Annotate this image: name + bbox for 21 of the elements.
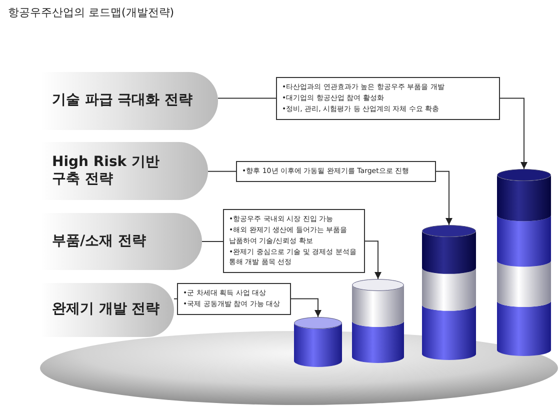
stacked-cylinder: [497, 169, 551, 356]
arrow: [436, 170, 452, 226]
arrow: [290, 298, 322, 318]
arrow: [364, 240, 382, 280]
note-box: [223, 209, 365, 274]
strategy-label: 부품/소재 전략: [52, 232, 146, 250]
stacked-cylinder: [352, 279, 404, 363]
connector-line: [218, 98, 276, 99]
page-title: 항공우주산업의 로드맵(개발전략): [8, 5, 174, 20]
stacked-cylinder: [294, 317, 342, 367]
connector-line: [202, 241, 224, 242]
note-box: [276, 77, 500, 120]
strategy-label: 완제기 개발 전략: [52, 301, 160, 319]
arrow: [500, 98, 528, 170]
stacked-cylinder: [422, 225, 476, 360]
note-box: [236, 161, 436, 182]
note-box: [177, 283, 291, 315]
strategy-label: 기술 파급 극대화 전략: [52, 92, 193, 110]
connector-line: [208, 170, 236, 172]
strategy-label: High Risk 기반 구축 전략: [52, 154, 160, 188]
connector-line: [174, 298, 178, 300]
